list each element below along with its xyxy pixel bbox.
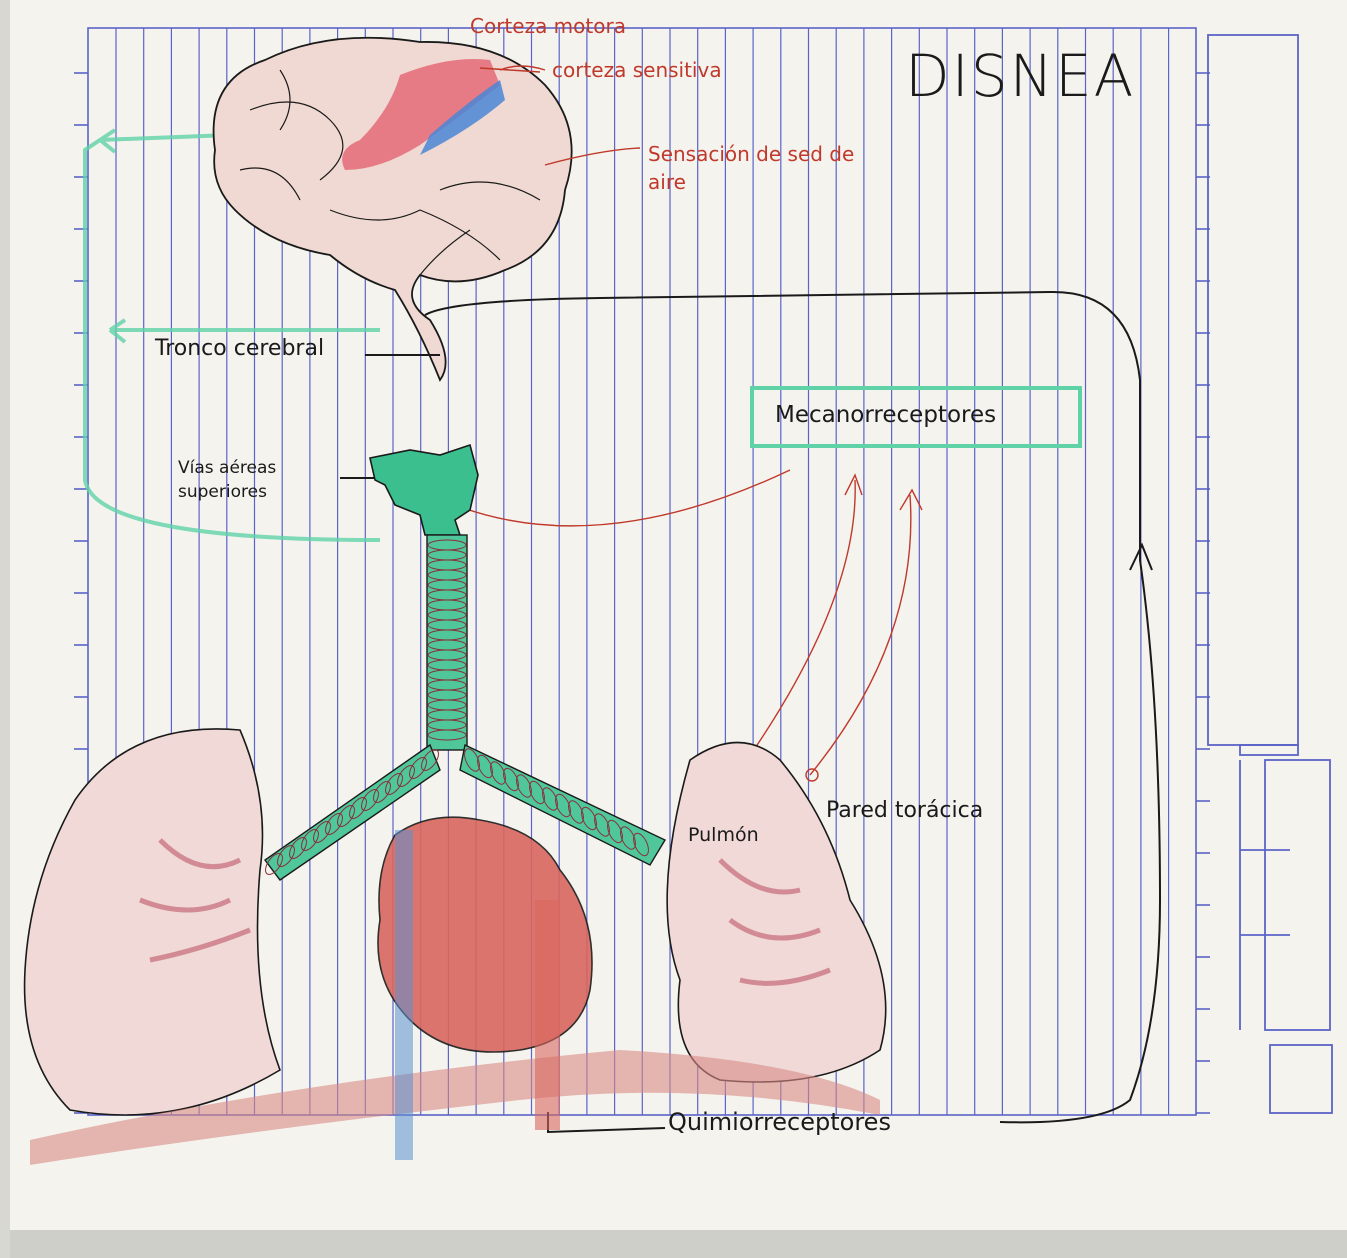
paper-edge [10, 1230, 1347, 1258]
label-tronco-cerebral: Tronco cerebral [155, 336, 324, 361]
label-sensacion: Sensación de sed de aire [648, 140, 868, 196]
label-pulmon: Pulmón [688, 824, 759, 846]
label-pared-toracica: Pared torácica [826, 798, 983, 823]
label-mecanorreceptores: Mecanorreceptores [775, 402, 996, 428]
label-corteza-sensitiva: corteza sensitiva [552, 58, 722, 82]
title-disnea: DISNEA [905, 42, 1135, 110]
label-quimiorreceptores: Quimiorreceptores [668, 1108, 891, 1136]
label-vias-aereas: Vías aéreas superiores [178, 456, 328, 504]
label-corteza-motora: Corteza motora [470, 14, 626, 38]
